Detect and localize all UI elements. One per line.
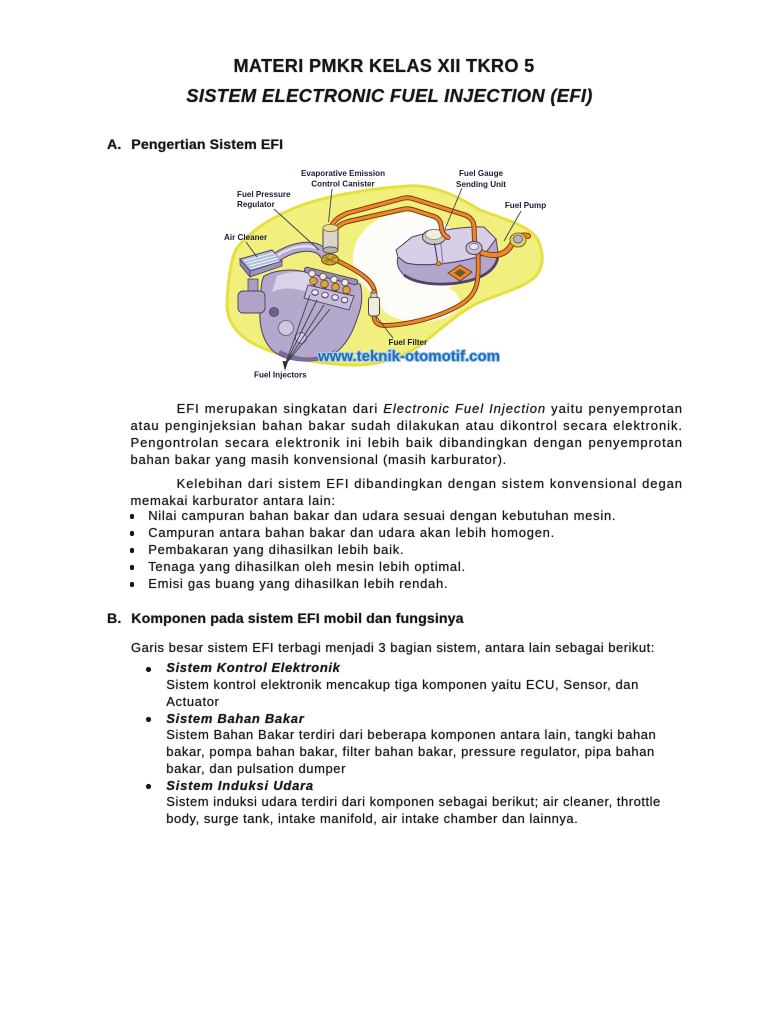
svg-text:www.teknik-otomotif.com: www.teknik-otomotif.com bbox=[317, 348, 500, 365]
svg-text:Sending Unit: Sending Unit bbox=[456, 180, 506, 189]
svg-text:Air Cleaner: Air Cleaner bbox=[224, 233, 268, 242]
svg-text:Fuel Injectors: Fuel Injectors bbox=[254, 371, 307, 380]
svg-text:Fuel Pressure: Fuel Pressure bbox=[237, 190, 291, 199]
svg-text:Fuel Gauge: Fuel Gauge bbox=[459, 169, 504, 178]
svg-text:Fuel Filter: Fuel Filter bbox=[389, 338, 429, 347]
svg-text:Regulator: Regulator bbox=[237, 200, 276, 209]
svg-text:Evaporative Emission: Evaporative Emission bbox=[301, 169, 385, 178]
svg-text:Control Canister: Control Canister bbox=[311, 180, 375, 189]
svg-text:Fuel Pump: Fuel Pump bbox=[505, 201, 546, 210]
svg-text:www.teknik-otomotif.com: www.teknik-otomotif.com bbox=[317, 348, 500, 365]
